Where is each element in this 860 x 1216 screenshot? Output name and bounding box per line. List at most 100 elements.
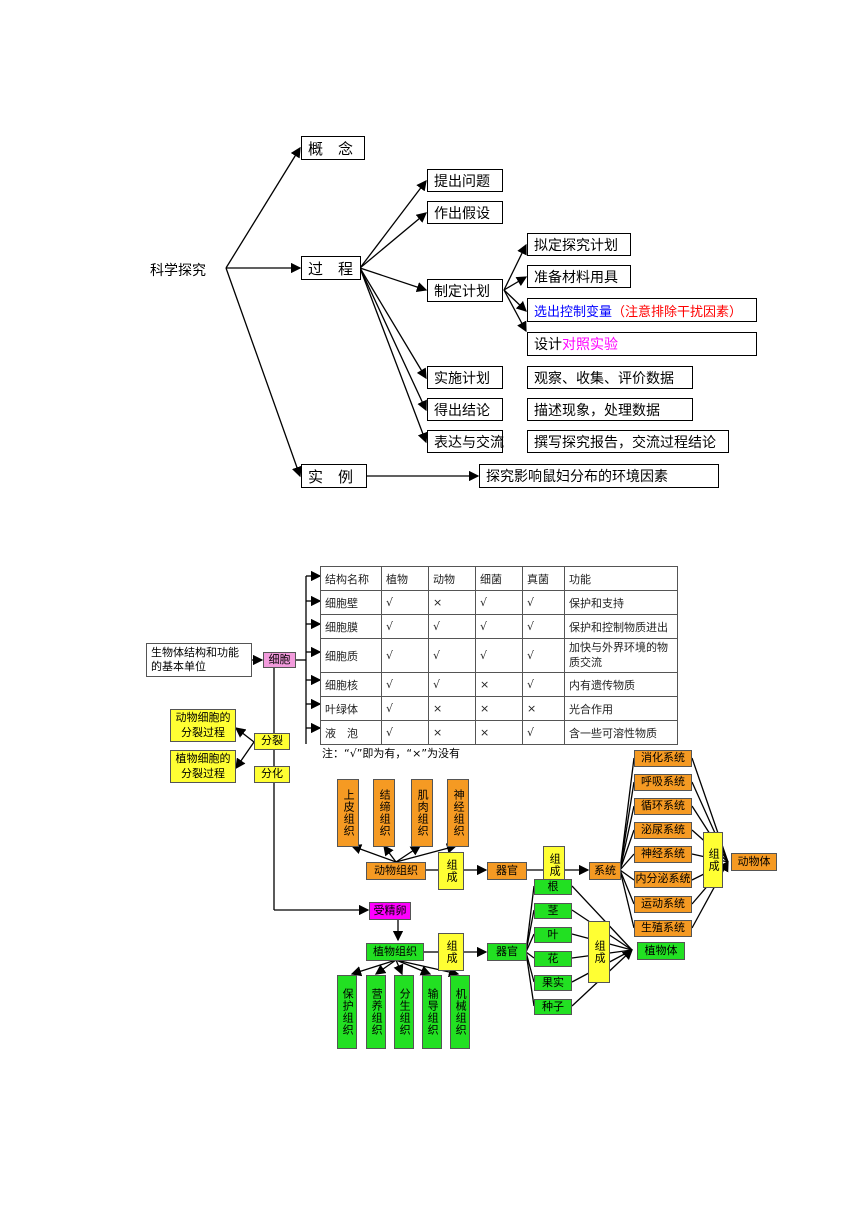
table-header-cell: 真菌 [522, 566, 565, 591]
table-cell: × [428, 720, 476, 745]
table-cell: 细胞壁 [320, 590, 382, 615]
compose-box-animal-organ: 组成 [438, 852, 464, 890]
flower-box: 花 [534, 951, 572, 967]
table-cell: × [475, 696, 523, 721]
example-box: 实 例 [301, 464, 367, 488]
fruit-box: 果实 [534, 975, 572, 991]
plant-body-box: 植物体 [637, 942, 685, 960]
animal-organ-box: 器官 [487, 862, 527, 880]
select-variable-text: 选出控制变量 [534, 304, 613, 320]
respiratory-system-box: 呼吸系统 [634, 774, 692, 791]
table-cell: √ [475, 638, 523, 673]
table-cell: × [428, 696, 476, 721]
muscle-tissue-box: 肌肉组织 [411, 779, 433, 847]
table-note: 注：“√”即为有，“×”为没有 [322, 747, 461, 760]
nutritive-tissue-box: 营养组织 [366, 975, 386, 1049]
step-ask-question: 提出问题 [427, 169, 503, 192]
table-cell: 细胞膜 [320, 614, 382, 639]
table-cell: 保护和控制物质进出 [564, 614, 678, 639]
table-cell: × [475, 672, 523, 697]
protective-tissue-box: 保护组织 [337, 975, 357, 1049]
concept-box: 概 念 [301, 136, 365, 160]
express-detail: 撰写探究报告，交流过程结论 [527, 430, 729, 453]
table-cell: × [475, 720, 523, 745]
plant-cell-division-box: 植物细胞的分裂过程 [170, 750, 236, 783]
leaf-box: 叶 [534, 927, 572, 943]
table-cell: √ [522, 720, 565, 745]
table-header-cell: 细菌 [475, 566, 523, 591]
meristem-tissue-box: 分生组织 [394, 975, 414, 1049]
step-make-plan: 制定计划 [427, 279, 503, 302]
table-cell: 叶绿体 [320, 696, 382, 721]
root-box: 根 [534, 879, 572, 895]
table-row: 叶绿体√×××光合作用 [320, 696, 678, 721]
table-cell: √ [522, 614, 565, 639]
table-cell: 细胞核 [320, 672, 382, 697]
motor-system-box: 运动系统 [634, 896, 692, 913]
table-cell: √ [475, 590, 523, 615]
table-cell: √ [381, 696, 429, 721]
animal-body-box: 动物体 [731, 853, 777, 871]
table-cell: √ [428, 614, 476, 639]
step-hypothesis: 作出假设 [427, 201, 503, 224]
table-header-cell: 功能 [564, 566, 678, 591]
urinary-system-box: 泌尿系统 [634, 822, 692, 839]
system-box: 系统 [589, 862, 621, 880]
circulatory-system-box: 循环系统 [634, 798, 692, 815]
table-cell: √ [475, 614, 523, 639]
table-header-cell: 结构名称 [320, 566, 382, 591]
epithelial-tissue-box: 上皮组织 [337, 779, 359, 847]
plant-organ-box: 器官 [487, 943, 527, 961]
step-express: 表达与交流 [427, 430, 504, 453]
table-cell: √ [522, 638, 565, 673]
table-cell: √ [381, 672, 429, 697]
step-conclusion: 得出结论 [427, 398, 503, 421]
table-row: 细胞膜√√√√保护和控制物质进出 [320, 614, 678, 639]
reproductive-system-box: 生殖系统 [634, 920, 692, 937]
select-variable-note: （注意排除干扰因素） [612, 304, 743, 320]
table-cell: √ [381, 590, 429, 615]
table-cell: √ [428, 638, 476, 673]
table-cell: √ [522, 590, 565, 615]
nervous-system-box: 神经系统 [634, 846, 692, 863]
table-cell: √ [522, 672, 565, 697]
root-science-inquiry: 科学探究 [150, 263, 206, 279]
implement-detail: 观察、收集、评价数据 [527, 366, 693, 389]
table-cell: √ [381, 638, 429, 673]
stem-box: 茎 [534, 903, 572, 919]
table-cell: × [522, 696, 565, 721]
cell-box: 细胞 [263, 652, 296, 668]
example-detail: 探究影响鼠妇分布的环境因素 [479, 464, 719, 488]
table-header-cell: 动物 [428, 566, 476, 591]
cell-definition-box: 生物体结构和功能的基本单位 [146, 643, 252, 677]
conducting-tissue-box: 输导组织 [422, 975, 442, 1049]
design-prefix: 设计 [534, 337, 562, 353]
table-cell: 细胞质 [320, 638, 382, 673]
table-row: 细胞核√√×√内有遗传物质 [320, 672, 678, 697]
table-cell: √ [381, 614, 429, 639]
plan-design-experiment: 设计对照实验 [527, 332, 757, 356]
compose-box-plant-body: 组成 [588, 921, 610, 983]
control-experiment-text: 对照实验 [562, 337, 618, 353]
table-row: 细胞壁√×√√保护和支持 [320, 590, 678, 615]
process-box: 过 程 [301, 256, 361, 280]
table-cell: × [428, 590, 476, 615]
compose-box-system: 组成 [543, 846, 565, 884]
cell-structure-table: 结构名称 植物 动物 细菌 真菌 功能 细胞壁√×√√保护和支持 细胞膜√√√√… [320, 566, 678, 745]
plant-tissue-box: 植物组织 [366, 943, 424, 961]
connective-tissue-box: 结缔组织 [373, 779, 395, 847]
conclusion-detail: 描述现象，处理数据 [527, 398, 693, 421]
plan-draft: 拟定探究计划 [527, 233, 631, 256]
table-cell: 保护和支持 [564, 590, 678, 615]
division-box: 分裂 [254, 733, 290, 750]
digestive-system-box: 消化系统 [634, 750, 692, 767]
step-implement: 实施计划 [427, 366, 503, 389]
table-cell: √ [381, 720, 429, 745]
table-cell: 内有遗传物质 [564, 672, 678, 697]
table-cell: 光合作用 [564, 696, 678, 721]
table-header-row: 结构名称 植物 动物 细菌 真菌 功能 [320, 566, 678, 591]
differentiation-box: 分化 [254, 766, 290, 783]
plan-materials: 准备材料用具 [527, 265, 631, 288]
endocrine-system-box: 内分泌系统 [634, 871, 692, 888]
